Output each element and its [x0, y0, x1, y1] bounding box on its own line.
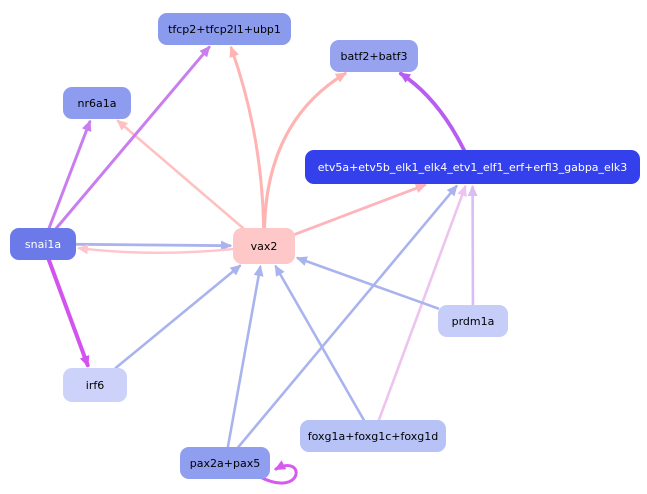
node-irf6[interactable]: irf6	[63, 368, 127, 402]
node-snai1a[interactable]: snai1a	[10, 228, 76, 260]
edge-vax2-batf2	[262, 71, 347, 230]
edge-irf6-vax2	[114, 264, 242, 370]
edge-vax2-etv5a	[293, 183, 427, 236]
node-tfcp2[interactable]: tfcp2+tfcp2l1+ubp1	[158, 13, 291, 45]
edge-snai1a-irf6	[46, 258, 90, 368]
edge-prdm1a-vax2	[295, 256, 440, 310]
edge-snai1a-nr6a1a	[47, 119, 92, 230]
edge-pax2a-pax2a	[258, 460, 298, 485]
edge-vax2-tfcp2	[229, 45, 266, 230]
edge-pax2a-vax2	[226, 264, 264, 449]
edge-snai1a-vax2	[74, 240, 232, 251]
edge-vax2-snai1a	[76, 244, 235, 255]
node-etv5a[interactable]: etv5a+etv5b_elk1_elk4_etv1_elf1_erf+erfl…	[305, 150, 640, 184]
node-foxg1a[interactable]: foxg1a+foxg1c+foxg1d	[300, 420, 446, 452]
node-prdm1a[interactable]: prdm1a	[438, 305, 508, 337]
edge-snai1a-tfcp2	[55, 45, 211, 230]
edge-foxg1a-vax2	[274, 264, 366, 422]
node-pax2a[interactable]: pax2a+pax5	[180, 447, 270, 479]
node-nr6a1a[interactable]: nr6a1a	[63, 87, 131, 119]
edge-vax2-nr6a1a	[116, 119, 245, 230]
node-vax2[interactable]: vax2	[233, 228, 295, 264]
edge-pax2a-etv5a	[237, 184, 458, 449]
node-batf2[interactable]: batf2+batf3	[330, 40, 418, 72]
edge-etv5a-batf2	[398, 71, 466, 152]
